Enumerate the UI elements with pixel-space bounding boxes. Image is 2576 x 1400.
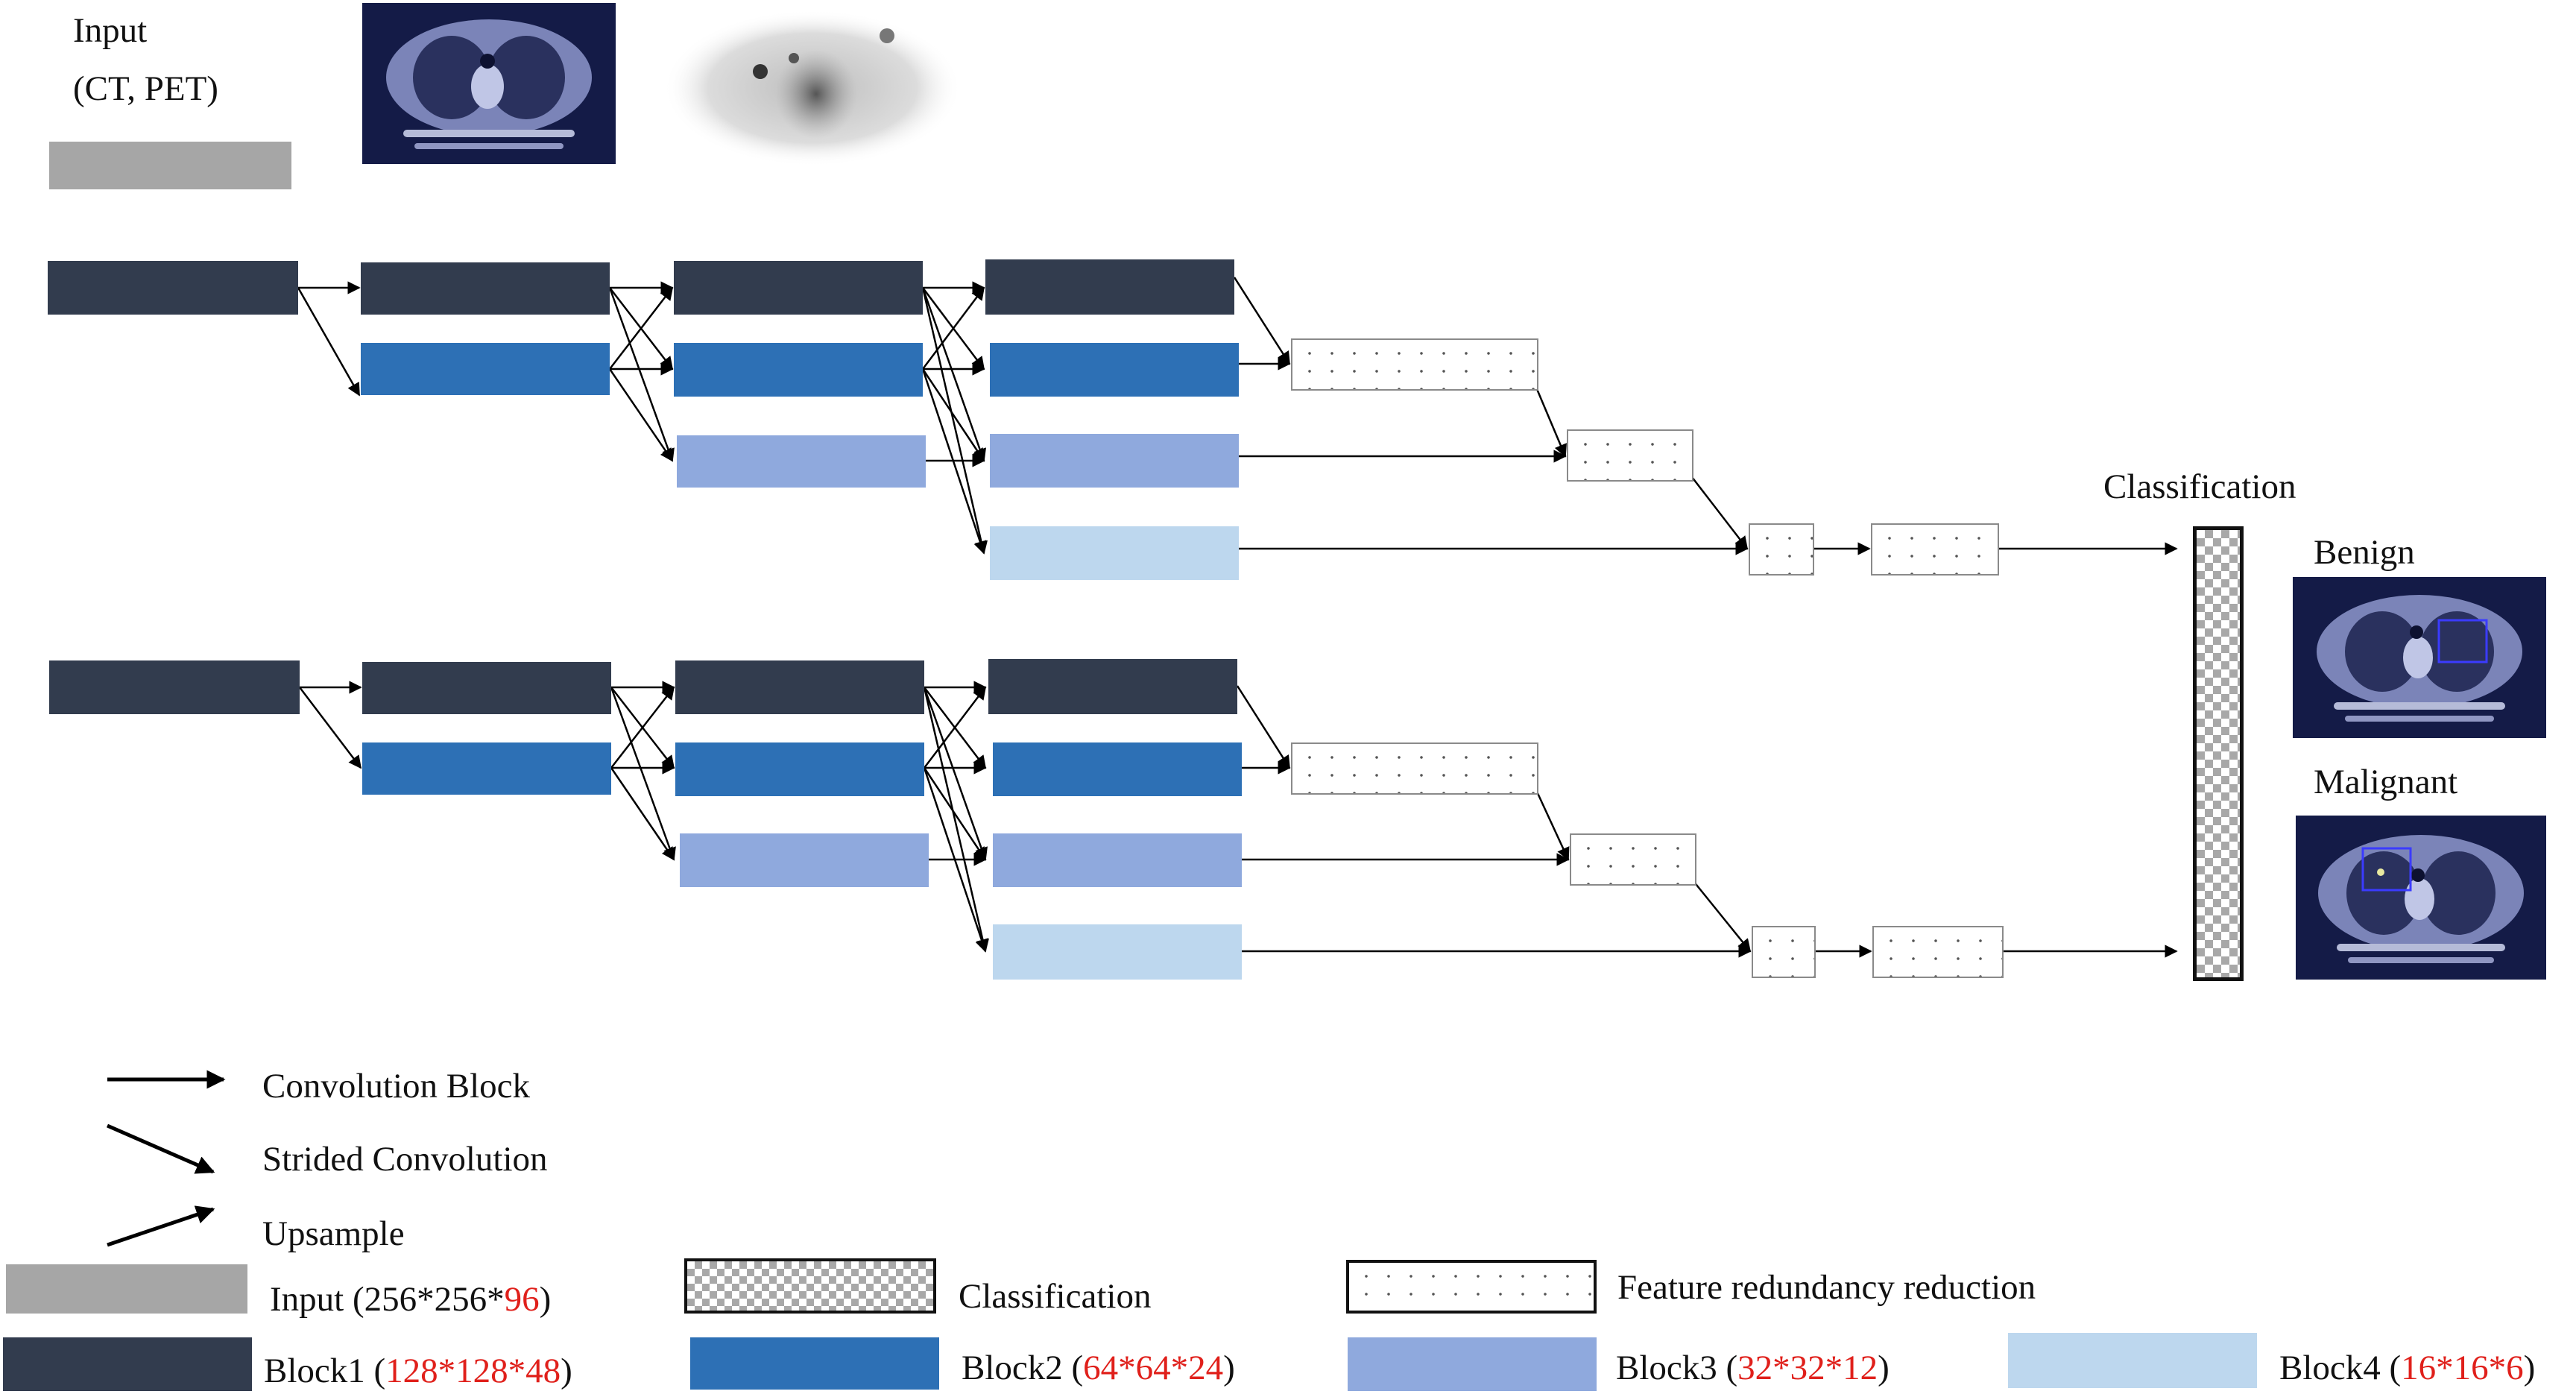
branch1-stage4-block2 xyxy=(990,343,1239,397)
branch1-reduction-4 xyxy=(1871,523,1999,576)
legend-feature-reduction-swatch xyxy=(1346,1260,1597,1314)
legend-block3-swatch xyxy=(1348,1337,1597,1391)
ct-scan-image xyxy=(362,3,616,164)
legend-classification-label: Classification xyxy=(959,1277,1152,1316)
legend-strided-conv-label: Strided Convolution xyxy=(262,1140,548,1179)
branch1-stage4-block4 xyxy=(990,526,1239,580)
malignant-label: Malignant xyxy=(2314,763,2458,801)
branch2-stage4-block4 xyxy=(993,924,1242,980)
classification-title: Classification xyxy=(2103,467,2296,506)
branch1-stage3-block1 xyxy=(674,261,923,315)
branch2-reduction-4 xyxy=(1872,926,2004,978)
legend-block2-swatch xyxy=(690,1337,939,1390)
branch2-reduction-1 xyxy=(1291,742,1538,795)
legend-block1-swatch xyxy=(3,1337,252,1391)
classification-block xyxy=(2193,526,2244,981)
branch2-stage4-block1 xyxy=(988,659,1237,714)
legend-block2-label: Block2 (64*64*24) xyxy=(962,1349,1235,1387)
branch1-input-block1 xyxy=(48,261,298,315)
branch2-stage4-block2 xyxy=(993,742,1242,796)
legend-block3-label: Block3 (32*32*12) xyxy=(1616,1349,1890,1387)
benign-scan-image xyxy=(2293,577,2546,738)
pet-scan-image xyxy=(656,6,969,170)
branch2-stage3-block3 xyxy=(680,833,929,887)
benign-label: Benign xyxy=(2314,533,2415,572)
branch1-stage2-block2 xyxy=(361,343,610,395)
branch2-reduction-3 xyxy=(1752,926,1816,978)
branch1-stage2-block1 xyxy=(361,262,610,315)
legend-block4-swatch xyxy=(2008,1333,2257,1388)
legend-block4-label: Block4 (16*16*6) xyxy=(2279,1349,2536,1387)
branch1-reduction-2 xyxy=(1567,429,1693,482)
input-subtitle: (CT, PET) xyxy=(73,69,218,108)
malignant-scan-image xyxy=(2296,816,2546,980)
branch2-stage2-block1 xyxy=(362,662,611,714)
legend-upsample-label: Upsample xyxy=(262,1214,405,1253)
branch2-stage3-block1 xyxy=(675,660,924,714)
branch1-stage4-block3 xyxy=(990,434,1239,488)
legend-input-label: Input (256*256*96) xyxy=(270,1280,552,1319)
branch1-stage3-block2 xyxy=(674,343,923,397)
input-title: Input xyxy=(73,11,148,50)
branch1-stage3-block3 xyxy=(677,435,926,488)
branch2-input-block1 xyxy=(49,660,300,714)
legend-input-swatch xyxy=(6,1264,247,1314)
legend-block1-label: Block1 (128*128*48) xyxy=(264,1352,572,1390)
branch2-reduction-2 xyxy=(1570,833,1696,886)
branch1-reduction-3 xyxy=(1749,523,1814,576)
branch2-stage2-block2 xyxy=(362,742,611,795)
branch2-stage4-block3 xyxy=(993,833,1242,887)
input-block-sample xyxy=(49,142,291,189)
legend-conv-block-label: Convolution Block xyxy=(262,1067,531,1106)
branch1-reduction-1 xyxy=(1291,338,1538,391)
legend-classification-swatch xyxy=(684,1258,936,1314)
legend-feature-reduction-label: Feature redundancy reduction xyxy=(1617,1268,2036,1307)
branch1-stage4-block1 xyxy=(985,259,1234,315)
branch2-stage3-block2 xyxy=(675,742,924,796)
